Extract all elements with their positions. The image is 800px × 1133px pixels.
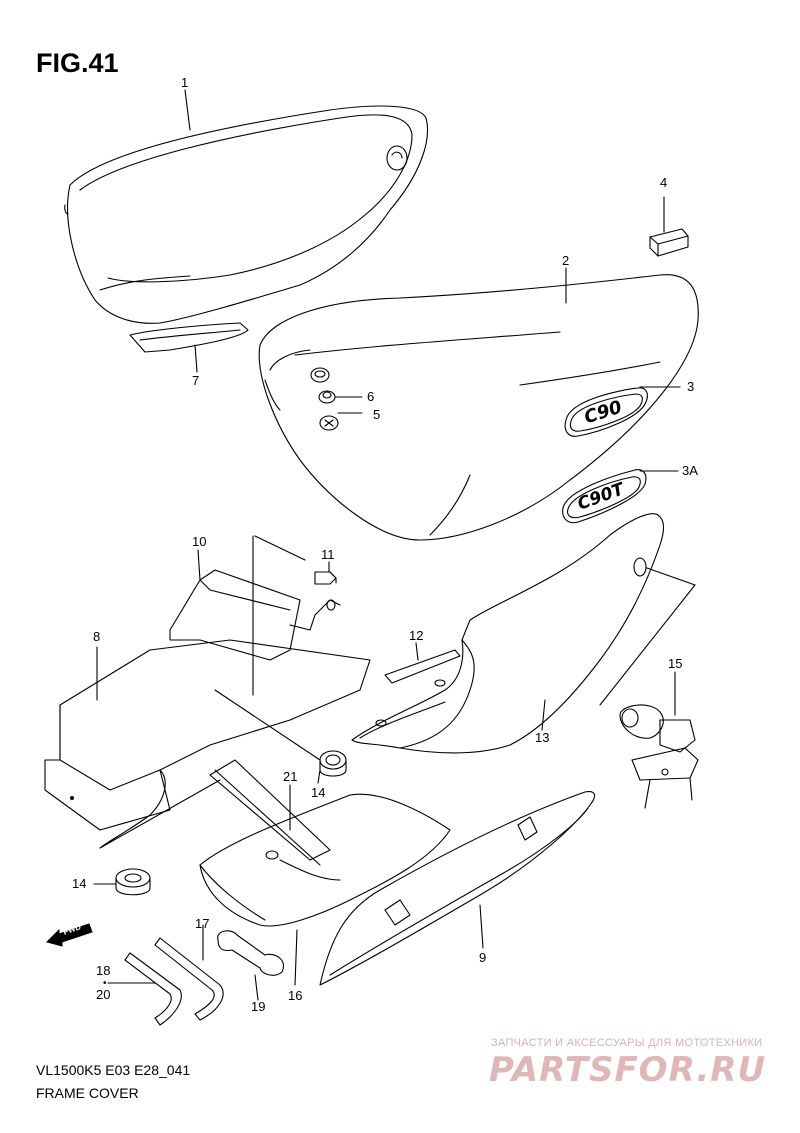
callout-7: 7 <box>192 373 200 388</box>
callout-8: 8 <box>93 629 101 644</box>
callout-11: 11 <box>321 547 335 562</box>
callout-2: 2 <box>562 253 570 268</box>
part-12-rubber-strip <box>384 649 461 684</box>
callout-bullet: • <box>103 978 107 989</box>
part-21-strap <box>209 759 331 866</box>
model-code: VL1500K5 E03 E28_041 <box>36 1062 191 1078</box>
callout-14-lower: 14 <box>72 876 87 891</box>
forward-arrow-icon: FWD <box>45 920 95 955</box>
part-6-grommet <box>318 390 336 404</box>
part-16-tool-bag <box>199 793 451 927</box>
callout-5: 5 <box>373 407 381 422</box>
callout-20: 20 <box>96 987 111 1002</box>
part-19-spanner <box>217 930 284 976</box>
part-11-bolt <box>314 571 337 585</box>
part-3a-emblem <box>562 469 647 524</box>
section-name: FRAME COVER <box>36 1085 139 1101</box>
figure-title: FIG.41 <box>36 48 119 78</box>
part-7-strip <box>129 322 249 353</box>
part-5-screw <box>319 415 339 431</box>
callout-17: 17 <box>195 916 210 931</box>
callout-13: 13 <box>535 730 550 745</box>
callout-18: 18 <box>96 963 111 978</box>
part-14-grommet-upper <box>319 750 347 777</box>
callout-10: 10 <box>192 534 207 549</box>
part-17-hex-wrench <box>154 937 224 1021</box>
callout-16: 16 <box>288 988 303 1003</box>
callout-15: 15 <box>668 656 683 671</box>
callout-21: 21 <box>283 769 298 784</box>
part-13-side-cover <box>351 513 665 754</box>
part-9-under-cover <box>319 791 596 986</box>
callout-19: 19 <box>251 999 266 1014</box>
callout-6: 6 <box>367 389 375 404</box>
callout-14-upper: 14 <box>311 785 326 800</box>
watermark-brand: PARTSFOR.RU <box>489 1050 767 1090</box>
callout-9: 9 <box>479 950 487 965</box>
part-8-battery-tray <box>44 639 371 849</box>
callout-12: 12 <box>409 628 424 643</box>
part-3-emblem <box>564 387 648 437</box>
callout-1: 1 <box>181 75 189 90</box>
callout-4: 4 <box>660 175 668 190</box>
part-14-grommet-lower <box>115 868 151 896</box>
watermark-tagline: ЗАПЧАСТИ И АКСЕССУАРЫ ДЛЯ МОТОТЕХНИКИ <box>491 1037 763 1049</box>
part-2-frame-cover-right <box>258 274 699 541</box>
part-18-20-hex-wrench <box>124 952 182 1026</box>
part-1-frame-cover-left <box>64 105 429 324</box>
part-15-ignition-switch <box>619 704 699 809</box>
callout-3a: 3A <box>682 463 698 478</box>
leader-lines <box>93 89 696 1001</box>
callout-3: 3 <box>687 379 695 394</box>
part-4-cushion <box>649 228 689 257</box>
part-10-bracket <box>169 569 341 661</box>
